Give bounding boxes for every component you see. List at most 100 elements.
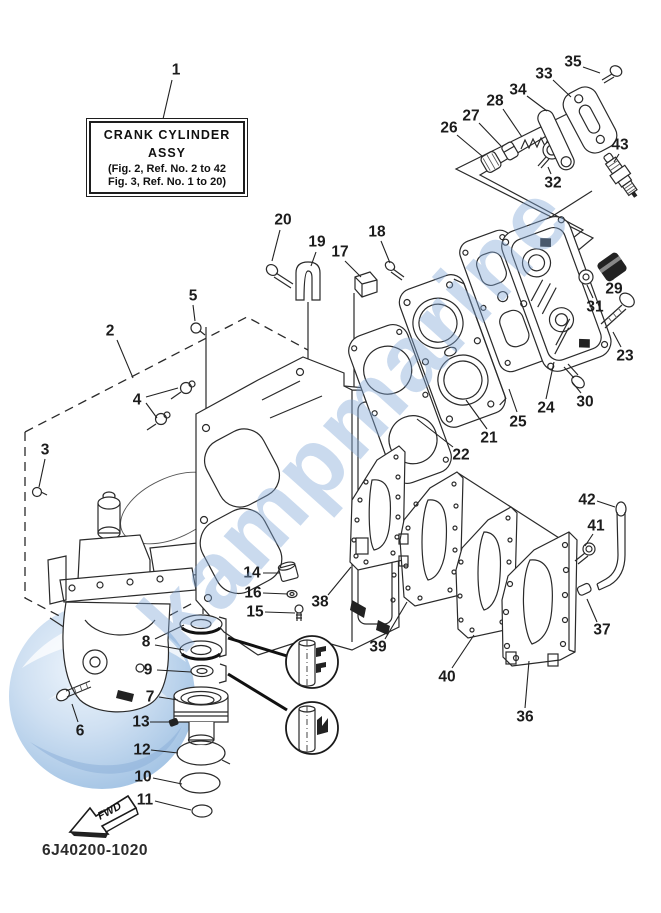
top-small-parts (265, 260, 405, 301)
callout-37[interactable]: 37 (593, 622, 610, 639)
assembly-label-inner: CRANK CYLINDER ASSY (Fig. 2, Ref. No. 2 … (89, 121, 245, 195)
callout-5-leader (192, 304, 196, 322)
callout-34-leader (526, 95, 548, 112)
callout-21[interactable]: 21 (480, 430, 498, 447)
label-ref-line-1: (Fig. 2, Ref. No. 2 to 42 (108, 163, 226, 175)
callout-4-leader (145, 387, 179, 398)
callout-7-leader (158, 696, 179, 701)
callout-30[interactable]: 30 (576, 394, 593, 411)
callout-24-leader (545, 361, 555, 400)
callout-36-leader (524, 660, 530, 709)
callout-39-leader (384, 601, 408, 640)
callout-41-leader (584, 533, 594, 547)
label-title: CRANK CYLINDER (103, 128, 231, 142)
callout-10[interactable]: 10 (134, 769, 151, 786)
callout-9[interactable]: 9 (144, 662, 153, 679)
callout-35-leader (582, 66, 601, 74)
callout-10-leader (152, 777, 183, 785)
callout-19-leader (310, 251, 317, 267)
callout-1[interactable]: 1 (172, 62, 181, 79)
callout-15-leader (264, 611, 296, 614)
callout-35[interactable]: 35 (564, 54, 582, 71)
assembly-label-box: CRANK CYLINDER ASSY (Fig. 2, Ref. No. 2 … (86, 118, 248, 198)
spark-plug-drawing (603, 152, 638, 198)
callout-41[interactable]: 41 (587, 518, 605, 535)
callout-28-leader (502, 108, 523, 138)
fwd-arrow: FWD (68, 794, 139, 838)
thermostat-parts-drawing (480, 65, 623, 173)
callout-20[interactable]: 20 (274, 212, 291, 229)
callout-43[interactable]: 43 (611, 137, 629, 154)
callout-18-leader (380, 240, 391, 264)
callout-40[interactable]: 40 (438, 669, 455, 686)
callout-42[interactable]: 42 (578, 492, 595, 509)
callout-19[interactable]: 19 (308, 234, 326, 251)
callout-38[interactable]: 38 (311, 594, 329, 611)
callout-36[interactable]: 36 (516, 709, 534, 726)
callout-16-leader (262, 592, 289, 595)
callout-3-leader (38, 458, 46, 488)
callout-8-leader (154, 644, 185, 651)
label-subtitle: ASSY (147, 146, 187, 160)
callout-38-leader (327, 566, 352, 596)
cylinder-head-drawing (398, 274, 507, 428)
callout-12[interactable]: 12 (133, 742, 150, 759)
callout-23-leader (612, 331, 622, 348)
callout-23[interactable]: 23 (616, 348, 634, 365)
callout-14[interactable]: 14 (243, 565, 261, 582)
callout-24[interactable]: 24 (537, 400, 555, 417)
callout-22[interactable]: 22 (452, 447, 469, 464)
callout-31-leader (586, 284, 594, 299)
callout-4-leader (145, 402, 158, 419)
callout-17[interactable]: 17 (331, 244, 348, 261)
callout-18[interactable]: 18 (368, 224, 386, 241)
callout-39[interactable]: 39 (369, 639, 387, 656)
callout-43-leader (613, 153, 620, 163)
callout-27[interactable]: 27 (462, 108, 479, 125)
callout-22-leader (416, 418, 454, 448)
callout-32[interactable]: 32 (544, 175, 561, 192)
callout-28[interactable]: 28 (486, 93, 504, 110)
callout-27-leader (478, 122, 502, 147)
callout-31[interactable]: 31 (586, 299, 604, 316)
callout-25-leader (508, 388, 518, 413)
callout-2[interactable]: 2 (106, 323, 115, 340)
callout-9-leader (156, 669, 192, 673)
callout-12-leader (150, 749, 179, 754)
callout-7[interactable]: 7 (146, 689, 155, 706)
callout-11-leader (154, 800, 192, 811)
callout-42-leader (596, 500, 616, 508)
callout-1-leader (162, 79, 173, 120)
piston-parts-drawing (168, 561, 304, 818)
callout-4[interactable]: 4 (133, 392, 142, 409)
head-cover-drawing (501, 215, 612, 372)
callout-33[interactable]: 33 (535, 66, 553, 83)
callout-15[interactable]: 15 (246, 604, 264, 621)
callout-37-leader (586, 598, 598, 623)
callout-32-leader (547, 166, 552, 175)
callout-2-leader (116, 339, 134, 379)
callout-13[interactable]: 13 (132, 714, 150, 731)
callout-5[interactable]: 5 (189, 288, 198, 305)
callout-21-leader (465, 399, 488, 430)
exhaust-plates-drawing (349, 445, 627, 667)
head-gasket-drawing (348, 324, 452, 484)
callout-26-leader (456, 134, 483, 157)
callout-25[interactable]: 25 (509, 414, 527, 431)
callout-29[interactable]: 29 (605, 281, 623, 298)
callout-30-leader (571, 381, 582, 394)
callout-26[interactable]: 26 (440, 120, 458, 137)
callout-11[interactable]: 11 (137, 792, 154, 809)
callout-33-leader (552, 79, 572, 98)
callout-3[interactable]: 3 (41, 442, 50, 459)
callout-20-leader (271, 229, 281, 262)
callout-8[interactable]: 8 (142, 634, 151, 651)
callout-29-leader (610, 274, 614, 281)
callout-34[interactable]: 34 (509, 82, 527, 99)
callout-layer: 1234567891011121314151617181920212223242… (38, 54, 634, 811)
diagram-code: 6J40200-1020 (42, 842, 148, 859)
callout-16[interactable]: 16 (244, 585, 262, 602)
callout-6[interactable]: 6 (76, 723, 85, 740)
